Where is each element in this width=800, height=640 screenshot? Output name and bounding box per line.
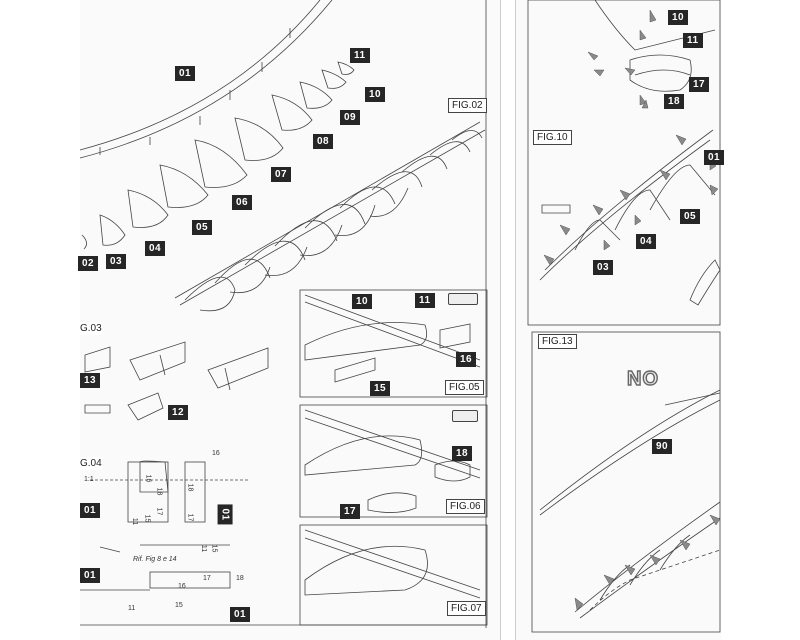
- part-label-05-right: 05: [680, 209, 701, 224]
- part-label-03-right: 03: [593, 260, 614, 275]
- fig-04-n17-c: 17: [203, 575, 211, 582]
- fig-05-caption: FIG.05: [445, 380, 484, 395]
- small-part-icon: [448, 293, 478, 305]
- small-part-icon: [452, 410, 478, 422]
- part-label-17-right: 17: [689, 77, 710, 92]
- part-label-01-c: 01: [80, 568, 101, 583]
- part-label-11: 11: [350, 48, 370, 63]
- fig-04-n18-b: 18: [186, 483, 194, 492]
- part-label-18-right: 18: [664, 94, 685, 109]
- fig-04-n16-c: 16: [178, 583, 186, 590]
- fig-04-n15-b: 15: [210, 544, 218, 553]
- fig-04-caption: G.04: [80, 457, 102, 470]
- fig-04-n16-b: 16: [212, 450, 220, 457]
- part-label-12: 12: [168, 405, 189, 420]
- part-label-01-b: 01: [217, 504, 233, 525]
- fig-03-caption: G.03: [80, 322, 102, 335]
- part-label-02: 02: [78, 256, 99, 271]
- fig-06-caption: FIG.06: [446, 499, 485, 514]
- fig-04-n15-a: 15: [143, 514, 151, 523]
- part-label-11-right: 11: [683, 33, 703, 48]
- fig-04-n11-c: 11: [128, 605, 136, 612]
- fig-04-scale: 1:1: [84, 476, 94, 483]
- fig-02-caption: FIG.02: [448, 98, 487, 113]
- part-label-05: 05: [192, 220, 213, 235]
- fig-04-ref: Rif. Fig 8 e 14: [133, 556, 177, 563]
- fig-10-caption: FIG.10: [533, 130, 572, 145]
- fig-04-n17-a: 17: [155, 507, 163, 516]
- part-label-04-right: 04: [636, 234, 657, 249]
- part-label-09: 09: [340, 110, 361, 125]
- part-label-01-a: 01: [80, 503, 101, 518]
- part-label-08: 08: [313, 134, 334, 149]
- part-label-10-right: 10: [668, 10, 689, 25]
- fig-04-n17-b: 17: [186, 513, 194, 522]
- left-page: [80, 0, 501, 640]
- part-label-01: 01: [175, 66, 196, 81]
- part-label-06: 06: [232, 195, 253, 210]
- fig-07-caption: FIG.07: [447, 601, 486, 616]
- no-stamp: NO: [626, 367, 659, 390]
- part-label-13: 13: [80, 373, 101, 388]
- fig-04-n11-a: 11: [131, 517, 139, 526]
- part-label-10-fig05: 10: [352, 294, 373, 309]
- part-label-01-right: 01: [704, 150, 725, 165]
- fig-04-n11-b: 11: [200, 544, 208, 553]
- part-label-15-fig05: 15: [370, 381, 391, 396]
- part-label-11-fig05: 11: [415, 293, 435, 308]
- fig-13-caption: FIG.13: [538, 334, 577, 349]
- part-label-18-fig06: 18: [452, 446, 473, 461]
- part-label-90: 90: [652, 439, 673, 454]
- part-label-17-fig06: 17: [340, 504, 361, 519]
- fig-04-n18-c: 18: [236, 575, 244, 582]
- fig-04-n16-a: 16: [144, 474, 152, 483]
- part-label-07: 07: [271, 167, 292, 182]
- fig-04-n15-c: 15: [175, 602, 183, 609]
- right-page: [515, 0, 721, 640]
- part-label-01-d: 01: [230, 607, 251, 622]
- part-label-03: 03: [106, 254, 127, 269]
- fig-04-n18-a: 18: [155, 487, 163, 496]
- part-label-16-fig05: 16: [456, 352, 477, 367]
- part-label-10: 10: [365, 87, 386, 102]
- part-label-04: 04: [145, 241, 166, 256]
